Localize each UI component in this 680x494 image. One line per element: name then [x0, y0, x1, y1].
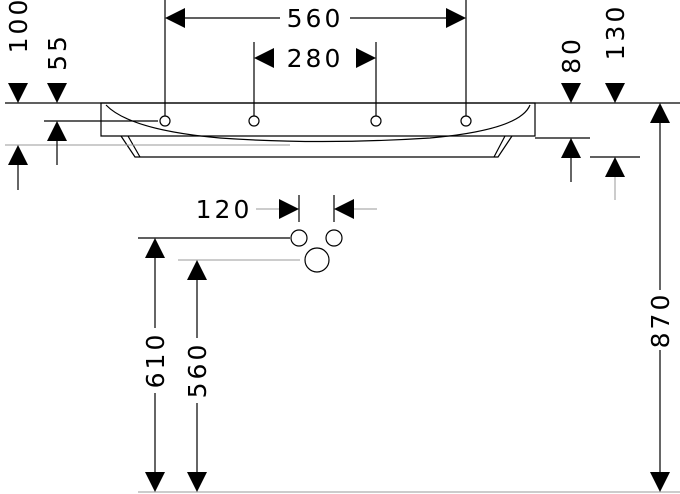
- dimension-55: 55: [43, 33, 72, 165]
- dimension-80: 80: [557, 36, 586, 182]
- tap-hole: [248, 115, 260, 127]
- dimension-610-supply-height: 610: [141, 238, 170, 492]
- arrow-icon: [650, 472, 670, 492]
- svg-text:55: 55: [43, 33, 72, 71]
- arrow-icon: [187, 260, 207, 280]
- connections: [290, 229, 343, 273]
- arrow-icon: [187, 472, 207, 492]
- drain-hole: [304, 247, 330, 273]
- dimension-100: 100: [4, 0, 33, 190]
- water-supply-hole: [325, 229, 343, 247]
- svg-text:130: 130: [601, 4, 630, 61]
- arrow-icon: [605, 83, 625, 103]
- svg-text:560: 560: [287, 4, 344, 33]
- dimension-560-tap-holes: 560: [165, 4, 466, 33]
- arrow-icon: [47, 83, 67, 103]
- svg-text:80: 80: [557, 36, 586, 74]
- arrow-icon: [279, 199, 299, 219]
- svg-text:120: 120: [196, 195, 253, 224]
- dimension-130: 130: [601, 4, 630, 200]
- arrow-icon: [356, 48, 376, 68]
- dimension-120-drain-spacing: 120: [196, 195, 377, 224]
- arrow-icon: [145, 238, 165, 258]
- arrow-icon: [446, 8, 466, 28]
- arrow-icon: [561, 138, 581, 158]
- extension-lines: [5, 0, 680, 493]
- arrow-icon: [165, 8, 185, 28]
- arrow-icon: [8, 83, 28, 103]
- arrow-icon: [8, 145, 28, 165]
- svg-text:100: 100: [4, 0, 33, 53]
- arrow-icon: [561, 83, 581, 103]
- svg-text:560: 560: [183, 342, 212, 399]
- svg-text:610: 610: [141, 332, 170, 389]
- svg-text:280: 280: [287, 44, 344, 73]
- dimension-560-drain-height: 560: [183, 260, 212, 492]
- arrow-icon: [47, 121, 67, 141]
- dimension-870-overall-height: 870: [646, 103, 675, 492]
- tap-hole: [460, 115, 472, 127]
- washbasin-outline: [100, 102, 536, 158]
- arrow-icon: [254, 48, 274, 68]
- dimension-280-tap-holes: 280: [254, 44, 376, 73]
- arrow-icon: [334, 199, 354, 219]
- svg-text:870: 870: [646, 292, 675, 349]
- arrow-icon: [650, 103, 670, 123]
- tap-hole: [159, 115, 171, 127]
- arrow-icon: [605, 157, 625, 177]
- water-supply-hole: [290, 229, 308, 247]
- arrow-icon: [145, 472, 165, 492]
- tap-hole: [370, 115, 382, 127]
